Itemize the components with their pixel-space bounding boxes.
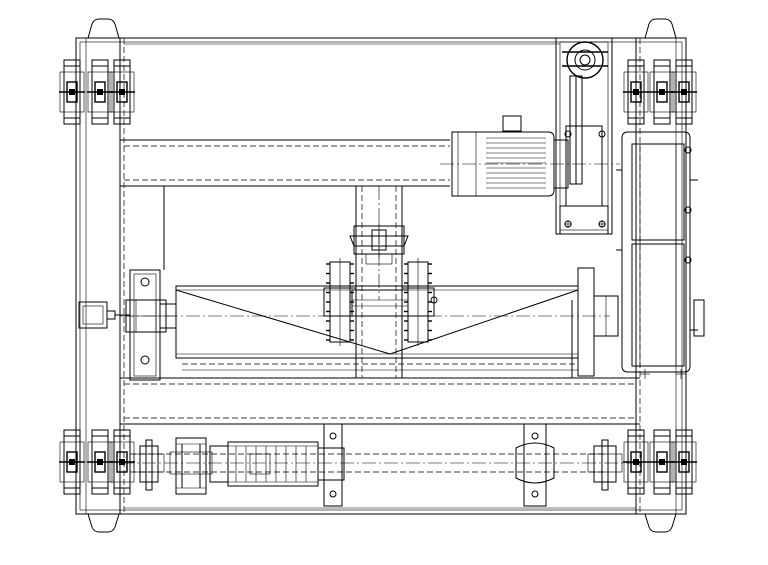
bearing-bolt — [69, 89, 75, 95]
bearing-bolt — [659, 89, 665, 95]
sprocket — [323, 258, 357, 346]
bearing-bolt — [681, 459, 687, 465]
vertical-bearing-units — [59, 59, 697, 495]
bearing-bolt — [97, 459, 103, 465]
bearing-unit — [59, 59, 85, 125]
gearbox — [616, 131, 705, 379]
sprocket-link — [351, 289, 409, 317]
bearing-unit — [623, 59, 649, 125]
bearing-unit — [59, 429, 85, 495]
belt-tensioner — [555, 37, 613, 235]
bearing-unit — [109, 59, 135, 125]
bearing-unit — [87, 59, 113, 125]
bearing-bolt — [659, 459, 665, 465]
sprocket — [401, 258, 435, 346]
horizontal-drum — [120, 267, 619, 377]
bearing-bolt — [681, 89, 687, 95]
small-junction-box — [78, 301, 130, 329]
bearing-unit — [671, 59, 697, 125]
bearing-unit — [671, 429, 697, 495]
bearing-unit — [109, 429, 135, 495]
bearing-bolt — [119, 459, 125, 465]
bearing-bolt — [119, 89, 125, 95]
pillow-block-bearings — [125, 269, 177, 381]
lower-drive-shaft — [120, 423, 640, 507]
lower-shaft-motor — [209, 423, 345, 507]
frame-feet — [87, 18, 677, 533]
bearing-bolt — [633, 459, 639, 465]
base-frame — [75, 37, 687, 515]
belt-pulley — [349, 186, 409, 300]
bearing-bolt — [633, 89, 639, 95]
bearing-bolt — [97, 89, 103, 95]
bearing-bolt — [69, 459, 75, 465]
chain-pin — [430, 296, 438, 304]
sprocket-pair — [323, 258, 438, 346]
bearing-unit — [649, 429, 675, 495]
drive-motor — [440, 115, 620, 197]
bearing-unit — [649, 59, 675, 125]
bearing-unit — [623, 429, 649, 495]
